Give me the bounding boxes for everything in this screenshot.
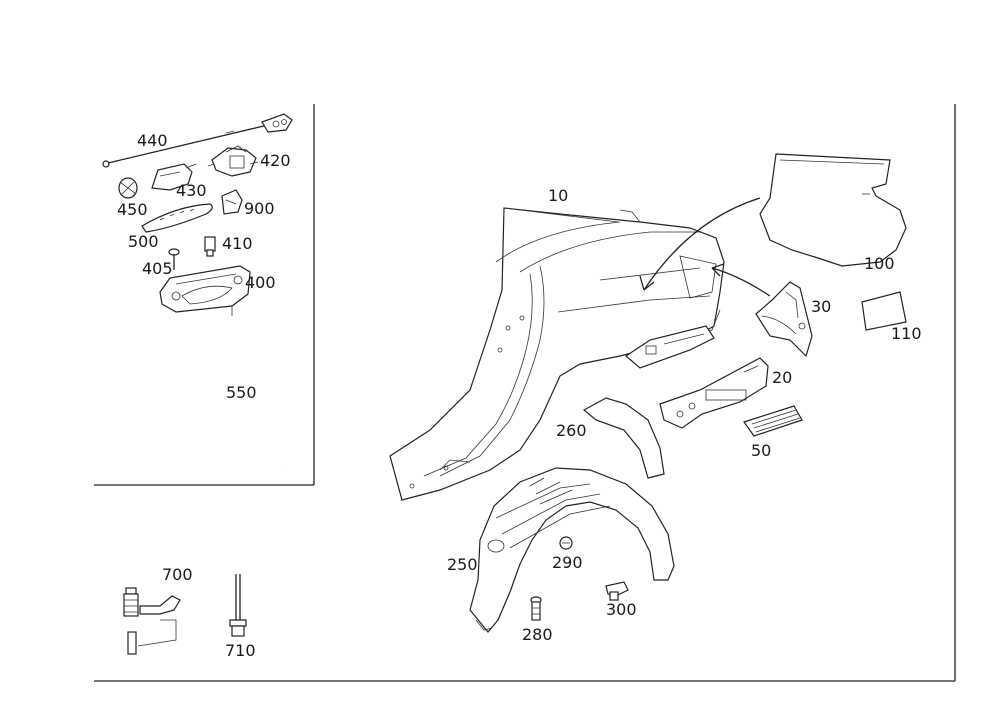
label-290: 290 — [552, 553, 583, 572]
member-20[interactable] — [659, 357, 769, 429]
label-700: 700 — [162, 565, 193, 584]
label-900: 900 — [244, 199, 275, 218]
arrow-30-to-10 — [711, 263, 771, 297]
label-440: 440 — [137, 131, 168, 150]
hose-550[interactable] — [226, 317, 284, 471]
pad-900[interactable] — [221, 189, 243, 215]
grille-50[interactable] — [743, 405, 803, 437]
bolt-700[interactable] — [123, 587, 181, 655]
label-300: 300 — [606, 600, 637, 619]
liner-100[interactable] — [759, 153, 907, 267]
cap-450[interactable] — [118, 177, 138, 199]
pin-410[interactable] — [204, 236, 216, 257]
arrow-100-to-10 — [639, 197, 761, 291]
cable-440[interactable] — [102, 113, 293, 168]
bolt-710[interactable] — [229, 574, 247, 637]
screw-280[interactable] — [530, 596, 542, 621]
label-420: 420 — [260, 151, 291, 170]
label-450: 450 — [117, 200, 148, 219]
label-10: 10 — [548, 186, 568, 205]
liner-250[interactable] — [469, 467, 675, 633]
inner-bracket-10[interactable] — [625, 325, 715, 369]
bracket-430[interactable] — [151, 163, 197, 191]
seal-500[interactable] — [141, 203, 213, 233]
clip-290[interactable] — [559, 536, 573, 550]
label-20: 20 — [772, 368, 792, 387]
quarter-panel-10[interactable] — [389, 207, 725, 501]
label-110: 110 — [891, 324, 922, 343]
part-labels: 440 420 430 450 900 500 410 405 400 550 … — [117, 131, 922, 660]
label-405: 405 — [142, 259, 173, 278]
label-500: 500 — [128, 232, 159, 251]
actuator-420[interactable] — [207, 145, 259, 177]
label-50: 50 — [751, 441, 771, 460]
label-550: 550 — [226, 383, 257, 402]
rivet-300[interactable] — [605, 581, 629, 601]
bracket-30[interactable] — [755, 281, 813, 358]
label-100: 100 — [864, 254, 895, 273]
panel-260[interactable] — [582, 397, 665, 479]
frame — [94, 104, 956, 682]
label-260: 260 — [556, 421, 587, 440]
label-110[interactable] — [861, 291, 907, 331]
label-410: 410 — [222, 234, 253, 253]
label-280: 280 — [522, 625, 553, 644]
housing-400[interactable] — [159, 265, 251, 316]
screw-405[interactable] — [168, 248, 180, 270]
label-710: 710 — [225, 641, 256, 660]
label-30: 30 — [811, 297, 831, 316]
label-250: 250 — [447, 555, 478, 574]
label-400: 400 — [245, 273, 276, 292]
label-430: 430 — [176, 181, 207, 200]
